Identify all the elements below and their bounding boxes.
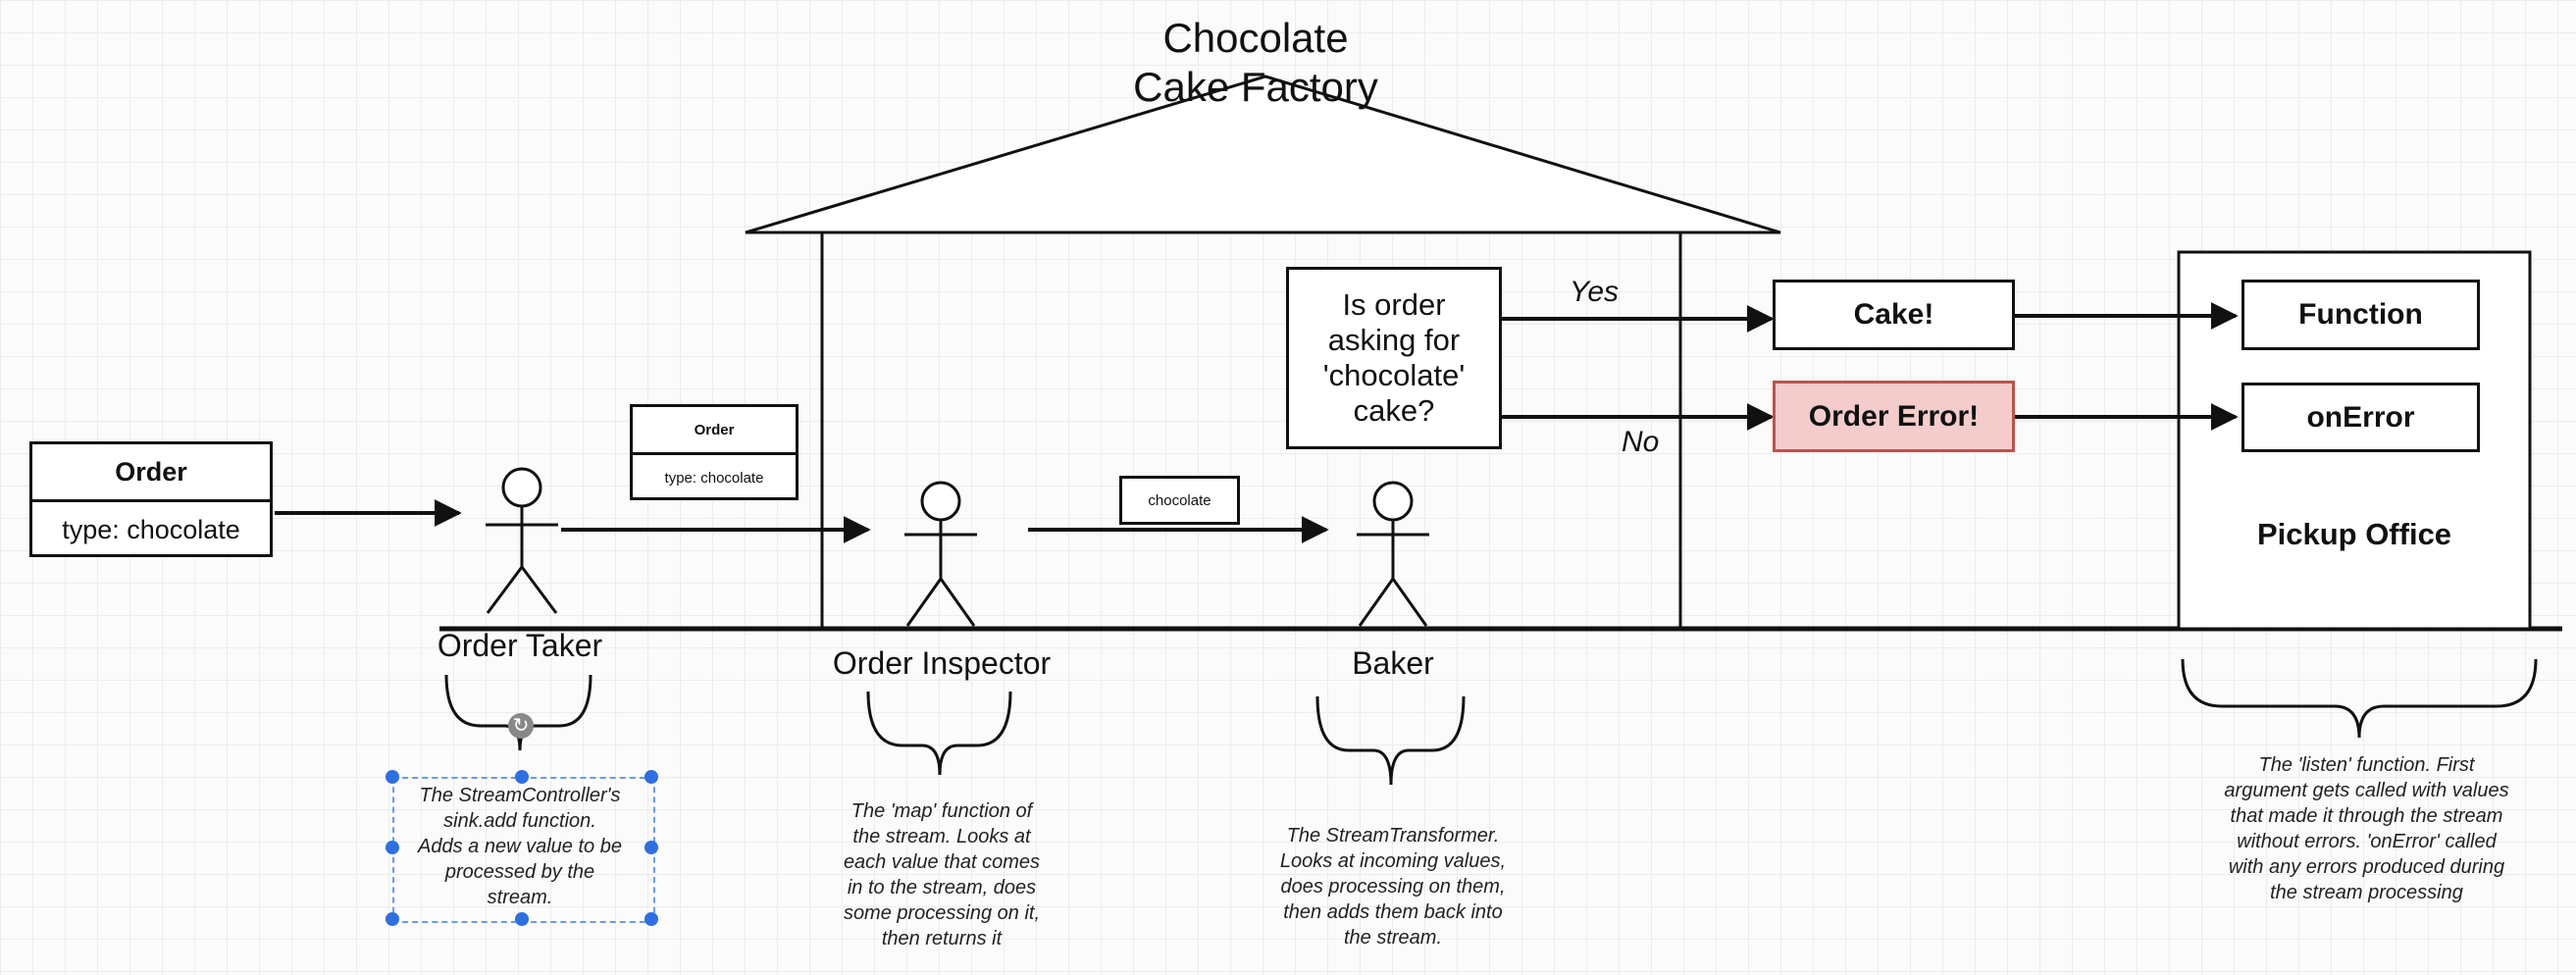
brace-baker bbox=[1315, 695, 1466, 786]
resize-handle-middle-left[interactable] bbox=[386, 841, 399, 854]
resize-handle-bottom-middle[interactable] bbox=[515, 912, 529, 926]
resize-handle-middle-right[interactable] bbox=[644, 841, 658, 854]
order-card-small-header: Order bbox=[633, 407, 796, 455]
order-card[interactable]: Order type: chocolate bbox=[29, 441, 273, 557]
order-inspector-figure bbox=[904, 481, 977, 627]
order-taker-figure bbox=[486, 467, 558, 614]
order-card-small-value: type: chocolate bbox=[664, 469, 764, 487]
factory-roof bbox=[745, 75, 1781, 234]
baker-figure bbox=[1357, 481, 1429, 627]
brace-pickup bbox=[2181, 658, 2538, 739]
order-taker-note[interactable]: The StreamController's sink.add function… bbox=[418, 785, 622, 908]
brace-order-taker bbox=[444, 674, 592, 751]
chocolate-tag[interactable]: chocolate bbox=[1119, 476, 1240, 525]
cake-box[interactable]: Cake! bbox=[1773, 280, 2015, 350]
pickup-office-label: Pickup Office bbox=[2256, 517, 2452, 551]
no-label: No bbox=[1622, 426, 1660, 458]
order-inspector-label: Order Inspector bbox=[832, 645, 1052, 681]
order-error-box[interactable]: Order Error! bbox=[1773, 381, 2015, 452]
order-card-header: Order bbox=[32, 444, 270, 502]
resize-handle-top-right[interactable] bbox=[644, 770, 658, 784]
onerror-box[interactable]: onError bbox=[2241, 383, 2480, 452]
baker-label: Baker bbox=[1352, 645, 1434, 681]
decision-box[interactable]: Is order asking for 'chocolate' cake? bbox=[1286, 267, 1502, 449]
function-box[interactable]: Function bbox=[2241, 280, 2480, 350]
rotate-handle-icon[interactable]: ↻ bbox=[508, 713, 534, 739]
order-card-small[interactable]: Order type: chocolate bbox=[630, 404, 799, 500]
resize-handle-bottom-left[interactable] bbox=[386, 912, 399, 926]
resize-handle-bottom-right[interactable] bbox=[644, 912, 658, 926]
order-inspector-note: The 'map' function of the stream. Looks … bbox=[843, 800, 1041, 949]
order-taker-label: Order Taker bbox=[437, 628, 603, 663]
diagram-title: Chocolate Cake Factory bbox=[1133, 15, 1378, 110]
pickup-note: The 'listen' function. First argument ge… bbox=[2224, 754, 2509, 903]
yes-label: Yes bbox=[1570, 276, 1620, 308]
brace-order-inspector bbox=[866, 691, 1012, 776]
resize-handle-top-left[interactable] bbox=[386, 770, 399, 784]
selection-outline bbox=[392, 777, 655, 923]
baker-note: The StreamTransformer. Looks at incoming… bbox=[1279, 825, 1507, 949]
resize-handle-top-middle[interactable] bbox=[515, 770, 529, 784]
order-card-value: type: chocolate bbox=[62, 514, 240, 544]
